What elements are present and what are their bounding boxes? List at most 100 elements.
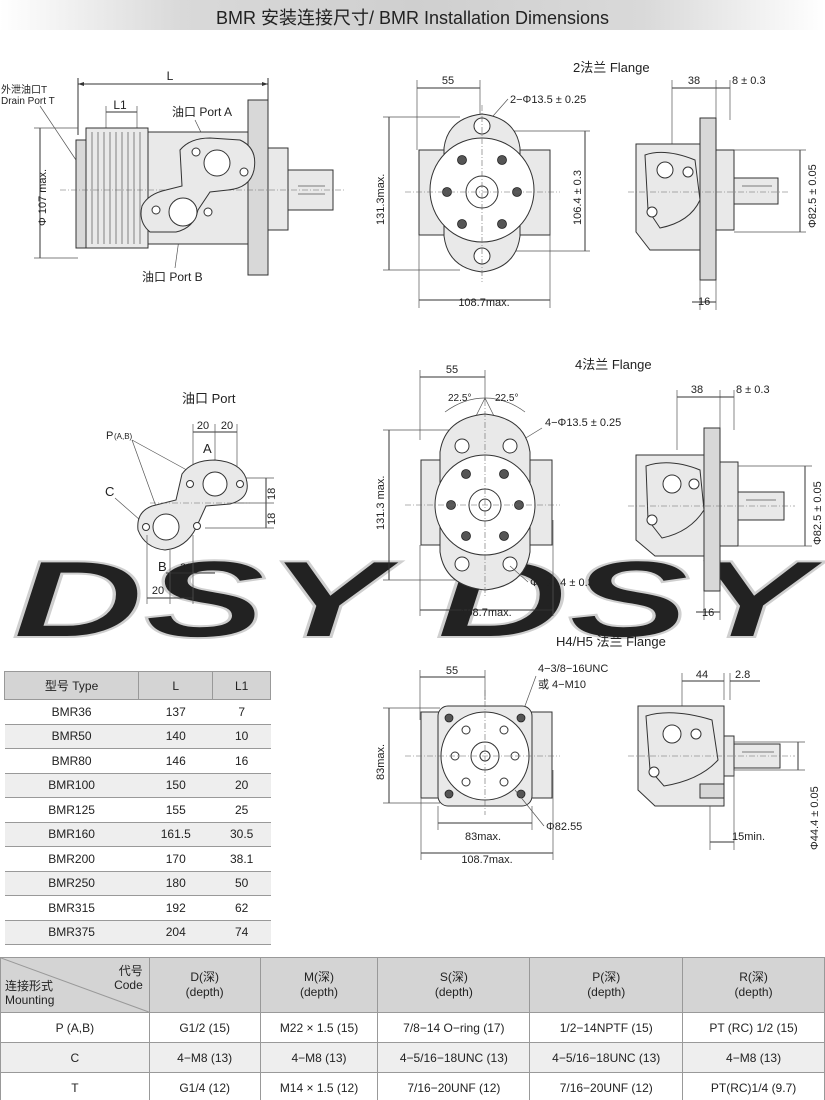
type-cell: 146 <box>138 748 213 774</box>
port-cell: 4−5/16−18UNC (13) <box>529 1042 684 1073</box>
port-cell: G1/2 (15) <box>148 1012 261 1043</box>
type-cell: BMR375 <box>4 919 139 945</box>
port-cell: G1/4 (12) <box>148 1072 261 1100</box>
col-d: D(深)(depth) <box>148 957 261 1013</box>
page-title: BMR 安装连接尺寸/ BMR Installation Dimensions <box>215 8 610 28</box>
type-cell: 161.5 <box>138 821 213 847</box>
side-L: L <box>167 69 174 83</box>
port-cell: 4−M8 (13) <box>682 1042 825 1073</box>
port-cell: M22 × 1.5 (15) <box>259 1012 379 1043</box>
type-cell: BMR80 <box>4 748 139 774</box>
type-cell: BMR250 <box>4 870 139 896</box>
flange2-front: 2法兰 Flange 55 2−Φ13.5 ± 0.25 131.3max. 1… <box>375 60 650 309</box>
type-cell: 25 <box>212 797 271 823</box>
flange4-ang2: 22.5° <box>495 393 518 404</box>
flange4-dim16: 16 <box>702 607 714 619</box>
flange2-holes: 2−Φ13.5 ± 0.25 <box>510 94 586 106</box>
flangeh-dim15: 15min. <box>732 831 765 843</box>
port-cell: 4−M8 (13) <box>259 1042 379 1073</box>
port-d18a: 18 <box>266 488 278 500</box>
type-cell: 50 <box>212 870 271 896</box>
port-d20a: 20 <box>197 420 209 432</box>
side-view: L L1 外泄油口T Drain Port T 油口 Port A 油口 Por… <box>1 69 345 284</box>
port-c: C <box>105 484 114 499</box>
port-cell: 4−5/16−18UNC (13) <box>377 1042 531 1073</box>
port-cell: PT(RC)1/4 (9.7) <box>682 1072 825 1100</box>
drain-label-en: Drain Port T <box>1 96 55 107</box>
type-cell: 204 <box>138 919 213 945</box>
side-L1: L1 <box>113 98 127 112</box>
port-a-label: 油口 Port A <box>172 105 232 119</box>
type-cell: 140 <box>138 723 213 749</box>
flange4-shaft: Φ82.5 ± 0.05 <box>812 481 824 545</box>
flangeh-thread2: 或 4−M10 <box>538 678 586 691</box>
flange4-holes: 4−Φ13.5 ± 0.25 <box>545 417 621 429</box>
title-bar <box>0 0 825 30</box>
flange4-height: 131.3 max. <box>375 476 387 530</box>
flange2-height: 131.3max. <box>375 174 387 225</box>
type-col-type: 型号 Type <box>3 671 140 700</box>
port-detail: 油口 Port 20 20 A P (A,B) C 18 18 <box>105 391 278 604</box>
port-d18b: 18 <box>266 513 278 525</box>
port-d20c: 20 <box>152 585 164 597</box>
type-cell: 180 <box>138 870 213 896</box>
port-cell: 1/2−14NPTF (15) <box>529 1012 684 1043</box>
flangeh-inner: 83max. <box>465 831 501 843</box>
flange4-ang1: 22.5° <box>448 393 471 404</box>
port-cell: 7/16−20UNF (12) <box>529 1072 684 1100</box>
port-b-hole <box>168 197 198 227</box>
flangeh-shaft: Φ44.4 ± 0.05 <box>809 786 821 850</box>
col-r: R(深)(depth) <box>682 957 825 1013</box>
flangeh-height: 83max. <box>375 744 387 780</box>
port-p-sub: (A,B) <box>114 432 133 441</box>
flange2-bolt-circle: 106.4 ± 0.3 <box>572 170 584 225</box>
flange2-dim38: 38 <box>688 75 700 87</box>
port-cell: 4−M8 (13) <box>148 1042 261 1073</box>
flange4-dim8: 8 ± 0.3 <box>736 384 770 396</box>
type-cell: 192 <box>138 895 213 921</box>
mounting-flange <box>247 99 269 276</box>
type-cell: 30.5 <box>212 821 271 847</box>
flange4-front: 4法兰 Flange 55 22.5° 22.5° 4−Φ13.5 ± 0.25… <box>375 357 652 619</box>
drawings: L L1 外泄油口T Drain Port T 油口 Port A 油口 Por… <box>1 60 824 866</box>
flange2-dim55: 55 <box>442 75 454 87</box>
port-b: B <box>158 559 167 574</box>
side-diameter: Φ 107 max. <box>37 169 49 226</box>
flangeh-front: H4/H5 法兰 Flange 55 4−3/8−16UNC 或 4−M10 8… <box>375 634 666 866</box>
col-s: S(深)(depth) <box>377 957 531 1013</box>
mount-cn: 连接形式 <box>5 979 54 993</box>
port-p-label: P <box>106 430 113 442</box>
port-cell: PT (RC) 1/2 (15) <box>682 1012 825 1043</box>
port-cell: 7/8−14 O−ring (17) <box>377 1012 531 1043</box>
table-row: P (A,B)G1/2 (15)M22 × 1.5 (15)7/8−14 O−r… <box>0 1012 825 1043</box>
type-cell: BMR160 <box>4 821 139 847</box>
flange2-shaft: Φ82.5 ± 0.05 <box>807 164 819 228</box>
drain-label-cn: 外泄油口T <box>1 83 47 96</box>
flangeh-dim44: 44 <box>696 669 708 681</box>
flange4-dim38: 38 <box>691 384 703 396</box>
flange4-title: 4法兰 Flange <box>575 357 652 372</box>
type-col-L1: L1 <box>212 671 271 700</box>
port-d36: 36 <box>180 562 192 574</box>
flangeh-width: 108.7max. <box>461 854 512 866</box>
type-cell: BMR100 <box>4 772 139 798</box>
type-cell: BMR200 <box>4 846 139 872</box>
port-detail-title: 油口 Port <box>182 391 236 406</box>
type-cell: 150 <box>138 772 213 798</box>
port-cell: C <box>0 1042 150 1073</box>
flangeh-pilot: Φ82.55 <box>546 821 582 833</box>
